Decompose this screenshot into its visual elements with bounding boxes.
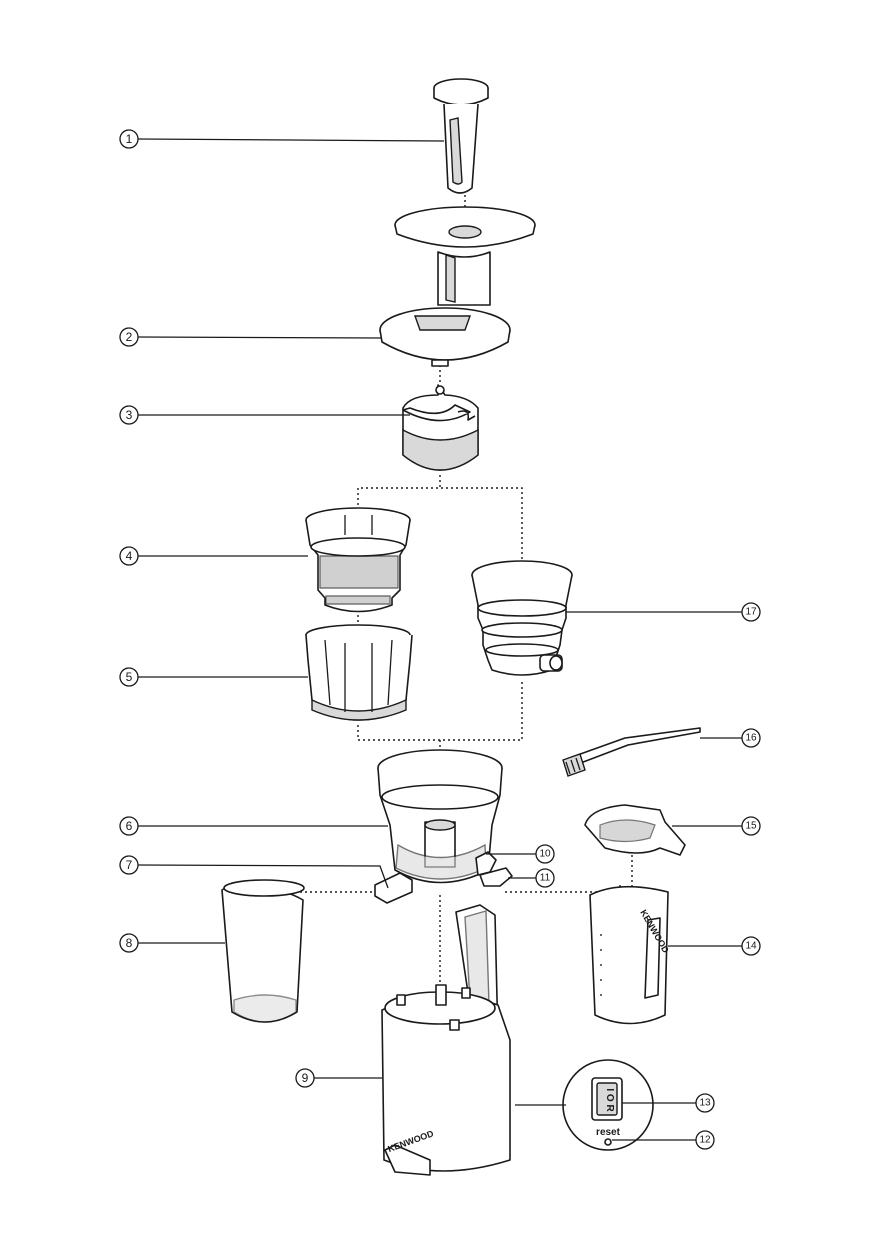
- hopper-lid: [379, 206, 536, 367]
- callout-17: 17: [741, 602, 761, 622]
- callout-number: 6: [126, 819, 133, 833]
- juicing-screw: [402, 384, 479, 471]
- callout-15: 15: [741, 816, 761, 836]
- callout-14: 14: [741, 936, 761, 956]
- juice-jug: KENWOOD: [589, 885, 671, 1025]
- callout-number: 7: [126, 858, 133, 872]
- switch-label: I O R: [604, 1088, 615, 1112]
- callout-11: 11: [535, 868, 555, 888]
- callout-9: 9: [295, 1068, 315, 1088]
- juice-spout: [475, 851, 513, 887]
- callouts: 1 2 3 4 5 6 7 8 9 10 11 12 13 14 15 16 1…: [119, 129, 761, 1150]
- pulp-collector: [221, 879, 305, 1023]
- juicing-housing: [377, 749, 503, 884]
- callout-12: 12: [695, 1130, 715, 1150]
- cleaning-brush: [562, 727, 701, 777]
- callout-number: 9: [302, 1071, 309, 1085]
- juicing-bowl: [471, 560, 573, 676]
- callout-number: 14: [745, 941, 757, 952]
- callout-number: 2: [126, 330, 133, 344]
- callout-16: 16: [741, 728, 761, 748]
- pulp-outlet: [374, 872, 413, 904]
- callout-7: 7: [119, 855, 139, 875]
- fine-strainer: [305, 507, 411, 613]
- callout-number: 5: [126, 670, 133, 684]
- callout-6: 6: [119, 816, 139, 836]
- callout-13: 13: [695, 1093, 715, 1113]
- callout-5: 5: [119, 667, 139, 687]
- callout-number: 10: [539, 849, 551, 860]
- callout-number: 1: [126, 132, 133, 146]
- callout-number: 11: [540, 873, 551, 884]
- callout-8: 8: [119, 933, 139, 953]
- callout-number: 17: [745, 607, 757, 618]
- callout-number: 13: [699, 1098, 711, 1109]
- leader-lines: [137, 138, 742, 1141]
- jug-lid-strainer: [584, 804, 686, 856]
- callout-1: 1: [119, 129, 139, 149]
- callout-3: 3: [119, 405, 139, 425]
- callout-number: 15: [745, 821, 757, 832]
- callout-number: 8: [126, 936, 133, 950]
- callout-number: 3: [126, 408, 133, 422]
- callout-number: 16: [745, 733, 757, 744]
- callout-number: 4: [126, 549, 133, 563]
- reset-label: reset: [596, 1127, 621, 1138]
- switch-inset: I O R reset: [562, 1059, 654, 1151]
- callout-number: 12: [699, 1135, 711, 1146]
- callout-10: 10: [535, 844, 555, 864]
- callout-2: 2: [119, 327, 139, 347]
- callout-4: 4: [119, 546, 139, 566]
- pusher: [433, 78, 489, 194]
- motor-base: KENWOOD: [381, 904, 511, 1176]
- rotating-brush: [305, 624, 413, 721]
